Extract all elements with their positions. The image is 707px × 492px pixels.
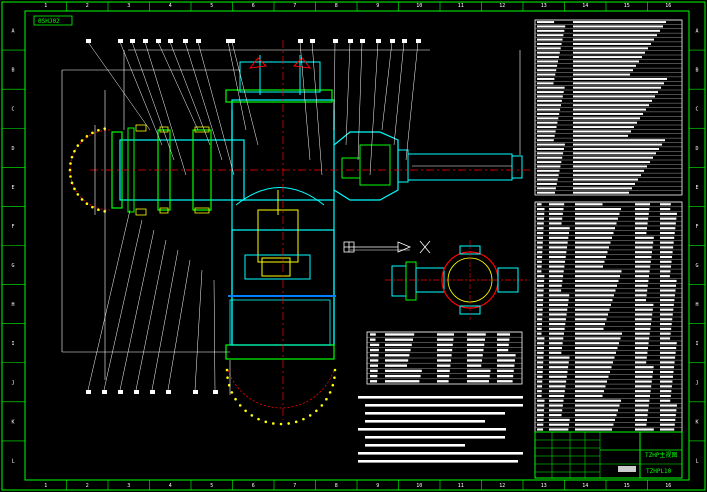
piston-head [244, 254, 311, 280]
zone-number: 5 [210, 483, 213, 489]
zone-number: 16 [665, 3, 671, 9]
zone-letter: K [695, 419, 698, 425]
title-block: TZHP主视图 TZHPL10 [534, 431, 683, 479]
zone-number: 15 [624, 483, 630, 489]
zone-letter: C [11, 107, 14, 113]
top-flange [225, 89, 333, 103]
zone-number: 13 [541, 3, 547, 9]
zone-number: 7 [293, 483, 296, 489]
zone-letter: I [695, 341, 698, 347]
zone-number: 2 [86, 483, 89, 489]
zone-number: 9 [376, 483, 379, 489]
horizontal-pipe [119, 139, 245, 201]
zone-letter: L [695, 458, 698, 464]
bolt-group [135, 124, 210, 216]
notes-block [358, 396, 523, 463]
zone-number: 14 [582, 483, 588, 489]
bottom-flange [225, 344, 335, 360]
zone-letter: F [11, 224, 14, 230]
zone-letter: I [11, 341, 14, 347]
zone-number: 8 [335, 483, 338, 489]
zone-letter: J [11, 380, 14, 386]
zone-number: 16 [665, 483, 671, 489]
zone-letter: D [11, 146, 14, 152]
corner-tag-box [33, 15, 73, 26]
internal-piston [257, 209, 299, 263]
zone-number: 4 [169, 3, 172, 9]
zone-number: 1 [44, 3, 47, 9]
zone-number: 12 [499, 483, 505, 489]
corner-tag: 0SHJ02 [38, 18, 60, 25]
dimension-lines [61, 49, 521, 395]
zone-number: 7 [293, 3, 296, 9]
leader-lines [86, 39, 421, 394]
zone-number: 8 [335, 3, 338, 9]
zone-letter: E [695, 185, 698, 191]
tech-requirements-table [534, 19, 683, 196]
zone-number: 11 [458, 3, 464, 9]
zone-number: 2 [86, 3, 89, 9]
zone-letter: H [11, 302, 14, 308]
zone-number: 11 [458, 483, 464, 489]
zone-number: 10 [416, 483, 422, 489]
zone-letter: C [695, 107, 698, 113]
right-bonnet [333, 131, 399, 201]
drawing-title: TZHP主视图 [645, 451, 677, 459]
zone-letter: H [695, 302, 698, 308]
zone-number: 3 [127, 3, 130, 9]
zone-number: 10 [416, 3, 422, 9]
zone-number: 1 [44, 483, 47, 489]
zone-letter: B [695, 68, 698, 74]
zone-letter: D [695, 146, 698, 152]
zone-letter: A [695, 29, 698, 35]
bottom-gear-arc [225, 368, 337, 426]
drawing-number: TZHPL10 [646, 468, 672, 475]
zone-number: 15 [624, 3, 630, 9]
left-gear-arc [68, 127, 111, 213]
zone-number: 14 [582, 3, 588, 9]
zone-letter: K [11, 419, 14, 425]
actuator-cylinder [407, 153, 513, 181]
zone-letter: A [11, 29, 14, 35]
zone-letter: G [695, 263, 698, 269]
zone-number: 9 [376, 3, 379, 9]
zone-letter: L [11, 458, 14, 464]
bill-of-materials [366, 331, 523, 385]
zone-letter: B [11, 68, 14, 74]
zone-number: 3 [127, 483, 130, 489]
zone-number: 5 [210, 3, 213, 9]
zone-letter: F [695, 224, 698, 230]
zone-number: 6 [252, 3, 255, 9]
zone-number: 4 [169, 483, 172, 489]
zone-letter: J [695, 380, 698, 386]
parts-list-table [534, 201, 683, 433]
zone-letter: G [11, 263, 14, 269]
zone-number: 6 [252, 483, 255, 489]
section-view [385, 240, 530, 320]
top-bonnet [239, 61, 321, 93]
zone-number: 13 [541, 483, 547, 489]
zone-letter: E [11, 185, 14, 191]
view-direction-symbol [343, 240, 431, 254]
zone-number: 12 [499, 3, 505, 9]
centerlines [90, 40, 530, 420]
